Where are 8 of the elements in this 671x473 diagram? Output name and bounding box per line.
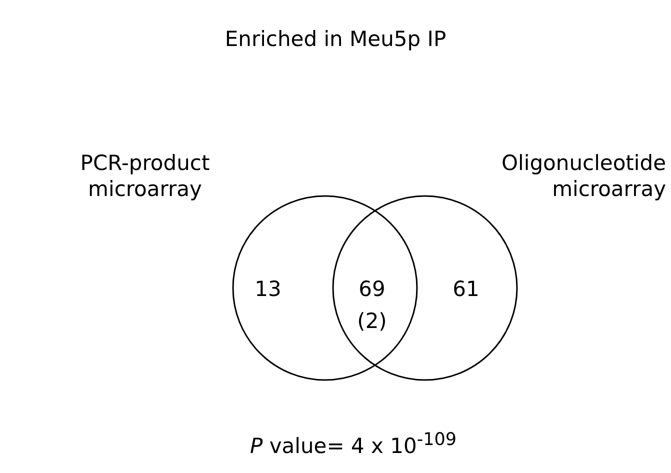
count-label: 61 <box>452 276 480 302</box>
set-label: PCR-product microarray <box>79 150 211 202</box>
diagram-title: Enriched in Meu5p IP <box>224 26 448 52</box>
set-label: Oligonucleotide microarray <box>500 150 666 202</box>
p-value-caption: P value= 4 x 10$^{-109}$ <box>250 429 457 460</box>
count-label: 69 <box>358 276 386 302</box>
count-label: 13 <box>254 276 282 302</box>
count-label: (2) <box>356 308 388 334</box>
